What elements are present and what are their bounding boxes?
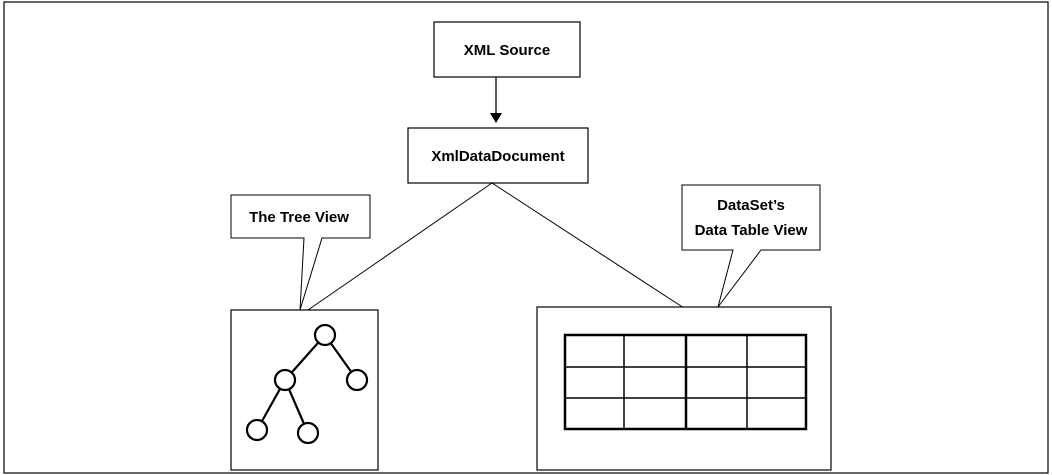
xml-source-box — [433, 21, 581, 78]
data-table-grid-icon — [563, 333, 808, 431]
tree-view-callout-shape — [230, 194, 371, 311]
tree-view-callout: The Tree View — [230, 194, 371, 311]
xml-data-document-box — [407, 127, 589, 184]
xml-data-document-node: XmlDataDocument — [407, 127, 589, 184]
document-to-tree-line — [307, 182, 493, 311]
table-view-callout: DataSet’s Data Table View — [681, 184, 821, 308]
xml-source-node: XML Source — [433, 21, 581, 78]
table-view-callout-label-line1: DataSet’s — [717, 197, 785, 214]
data-table-view-box — [536, 306, 832, 471]
table-view-callout-shape — [681, 184, 821, 308]
tree-node — [345, 368, 369, 392]
xml-data-document-label: XmlDataDocument — [431, 148, 564, 165]
table-view-callout-label-line2: Data Table View — [695, 222, 808, 239]
tree-diagram-icon — [245, 323, 369, 445]
document-to-table-line — [491, 182, 685, 309]
xml-source-label: XML Source — [464, 42, 550, 59]
outer-frame — [3, 1, 1049, 474]
tree-view-callout-label: The Tree View — [249, 209, 349, 226]
tree-node — [273, 368, 297, 392]
tree-node — [245, 418, 269, 442]
tree-node — [296, 421, 320, 445]
data-table-view-panel — [536, 306, 832, 471]
tree-node — [313, 323, 337, 347]
tree-view-panel — [230, 309, 379, 471]
